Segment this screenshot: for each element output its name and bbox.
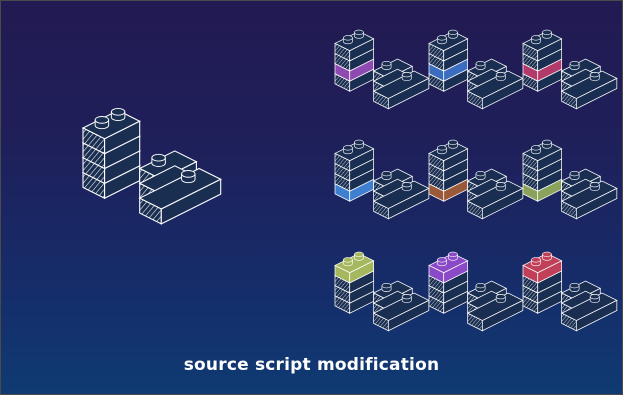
variant-6 [522,139,618,220]
variant-2 [428,29,524,110]
variant-5 [428,139,524,220]
source-lego-model [81,107,222,225]
variant-4 [334,139,430,220]
variant-3 [522,29,618,110]
variant-8 [428,251,524,332]
caption: source script modification [183,355,440,375]
variant-9 [522,251,618,332]
variant-7 [334,251,430,332]
variant-1 [334,29,430,110]
